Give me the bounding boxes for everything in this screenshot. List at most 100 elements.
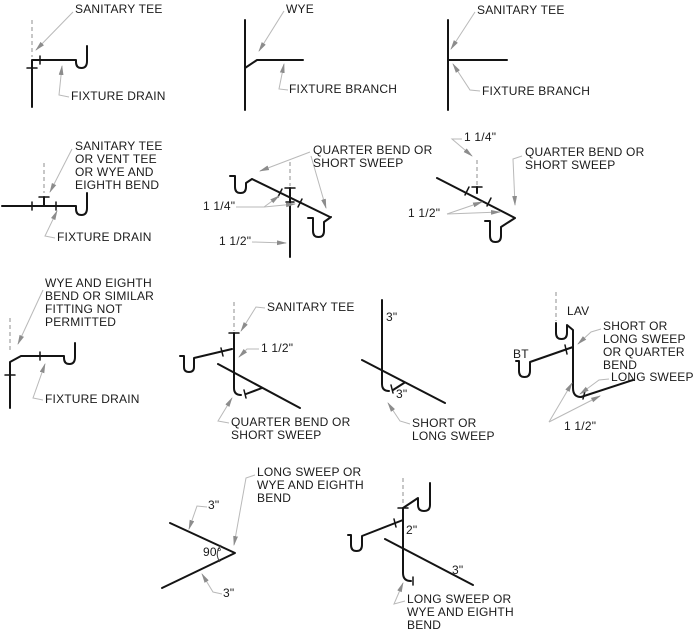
stack-drain-trap-pipe (31, 45, 88, 108)
leader-wye (258, 10, 285, 52)
tick-marks (220, 332, 247, 399)
leader-size-1-1-2-b (446, 209, 501, 215)
leader-fixture-drain (58, 65, 70, 98)
leader-size-1-1-4 (450, 138, 473, 157)
stack-wye-branch-pipe (244, 19, 304, 111)
leader-size-top (188, 505, 208, 530)
label-sweep-options: SHORT OR LONG SWEEP OR QUARTER BEND (603, 319, 686, 372)
leader-size-1-1-4-b (263, 202, 296, 208)
diagram-wye-eighth-bend-not-permitted (4, 289, 76, 409)
leader-size-1-1-2 (238, 348, 259, 358)
diagram-sanitary-tee-trap (26, 11, 88, 108)
label-bt: BT (513, 347, 529, 361)
label-fixture-drain: FIXTURE DRAIN (45, 392, 140, 406)
stack-sweep-pipe (361, 299, 446, 404)
label-sanitary-tee: SANITARY TEE (477, 3, 565, 17)
diagram-horizontal-drain-vent-tee (1, 148, 88, 239)
diagram-stack-long-sweep-wye (347, 478, 474, 605)
diagram-sanitary-tee-branch (447, 11, 508, 111)
label-sweep: SHORT OR LONG SWEEP (412, 416, 495, 443)
leader-bend-upper (259, 151, 311, 172)
leader-long-sweep (579, 378, 610, 395)
tick-marks (31, 196, 57, 211)
diagram-lav-bt-stack-sweeps (515, 292, 634, 423)
leader-fitting (49, 148, 73, 193)
leader-size-b (548, 395, 601, 423)
label-size-3: 3" (386, 310, 398, 324)
label-quarter-bend: QUARTER BEND OR SHORT SWEEP (313, 143, 433, 170)
diagram-wye-branch (244, 10, 304, 111)
leader-size-1-1-4-a (236, 195, 280, 208)
label-size-1-1-4: 1 1/4" (203, 199, 236, 213)
leader-size-a (548, 382, 573, 423)
leader-fixture-drain (44, 210, 58, 239)
label-sanitary-tee: SANITARY TEE (267, 300, 355, 314)
diagram-ninety-degree-long-sweep (161, 474, 256, 595)
leader-fixture-branch (278, 63, 289, 91)
diagram-stack-sanitary-tee-quarter-bend (179, 302, 301, 424)
leader-sweep-upper (577, 328, 602, 345)
leader-sanitary-tee (450, 11, 476, 50)
leader-fitting (233, 474, 256, 546)
stack-tee-branch-pipe (447, 19, 508, 111)
stack-diagonal-traps-pipe (229, 175, 332, 258)
stack-trap-bend-pipe (179, 332, 301, 409)
label-size-3: 3" (208, 498, 220, 512)
tick-marks (393, 507, 414, 586)
label-lav: LAV (567, 304, 590, 318)
leader-sweep (387, 402, 411, 425)
angle-arc (216, 544, 222, 563)
label-size-2: 2" (406, 523, 418, 537)
leader-not-permitted (17, 289, 44, 345)
leader-quarter-bend (512, 155, 523, 206)
leader-sanitary-tee (35, 11, 74, 51)
leader-fixture-branch (452, 63, 481, 92)
angled-pipes (161, 522, 236, 589)
label-not-permitted: WYE AND EIGHTH BEND OR SIMILAR FITTING N… (45, 276, 155, 329)
leader-size-bottom (201, 573, 223, 595)
leader-fixture-drain (32, 363, 46, 401)
lav-bt-stack-pipe (515, 322, 634, 398)
label-fixture-branch: FIXTURE BRANCH (289, 82, 398, 96)
tick-marks (277, 187, 303, 208)
label-size-3: 3" (223, 586, 235, 600)
label-size-1-1-2: 1 1/2" (408, 206, 441, 220)
label-angle-90: 90° (203, 545, 222, 559)
leader-size-1-1-2 (251, 240, 287, 246)
label-quarter-bend: QUARTER BEND OR SHORT SWEEP (525, 145, 645, 172)
label-size-3: 3" (452, 563, 464, 577)
leader-size-1-1-2-a (446, 201, 483, 215)
label-long-sweep-wye: LONG SWEEP OR WYE AND EIGHTH BEND (257, 465, 364, 505)
leader-quarter-bend (217, 397, 233, 424)
bend-drain-trap-pipe (9, 342, 76, 409)
tick-marks (464, 186, 492, 207)
label-vent-tee-note: SANITARY TEE OR VENT TEE OR WYE AND EIGH… (75, 139, 163, 192)
label-quarter-bend: QUARTER BEND OR SHORT SWEEP (231, 415, 351, 442)
label-sanitary-tee: SANITARY TEE (75, 2, 163, 16)
leader-bend-lower (310, 155, 327, 209)
label-long-sweep: LONG SWEEP (611, 370, 694, 384)
stack-traps-sweep-pipe (347, 482, 474, 586)
diagonal-trap-pipe (436, 177, 516, 243)
label-size-1-1-2: 1 1/2" (219, 234, 252, 248)
label-size-1-1-2: 1 1/2" (261, 341, 294, 355)
leader-sanitary-tee (240, 306, 266, 332)
tick-marks (4, 351, 41, 376)
tick-marks (564, 344, 586, 400)
label-fixture-drain: FIXTURE DRAIN (71, 89, 166, 103)
label-wye: WYE (286, 2, 314, 16)
leader-fitting (393, 582, 406, 605)
tick-marks (390, 384, 394, 394)
label-size-3: 3" (396, 387, 408, 401)
diagram-single-trap-quarter-bend (436, 138, 523, 243)
tick-marks (26, 55, 41, 69)
label-fixture-branch: FIXTURE BRANCH (482, 84, 591, 98)
drain-tee-trap-pipe (1, 192, 88, 216)
diagram-double-trap-quarter-bend (229, 151, 332, 258)
label-long-sweep-wye: LONG SWEEP OR WYE AND EIGHTH BEND (407, 592, 514, 630)
label-size-1-1-4: 1 1/4" (464, 130, 497, 144)
diagram-stack-short-or-long-sweep (361, 299, 446, 425)
label-fixture-drain: FIXTURE DRAIN (57, 230, 152, 244)
